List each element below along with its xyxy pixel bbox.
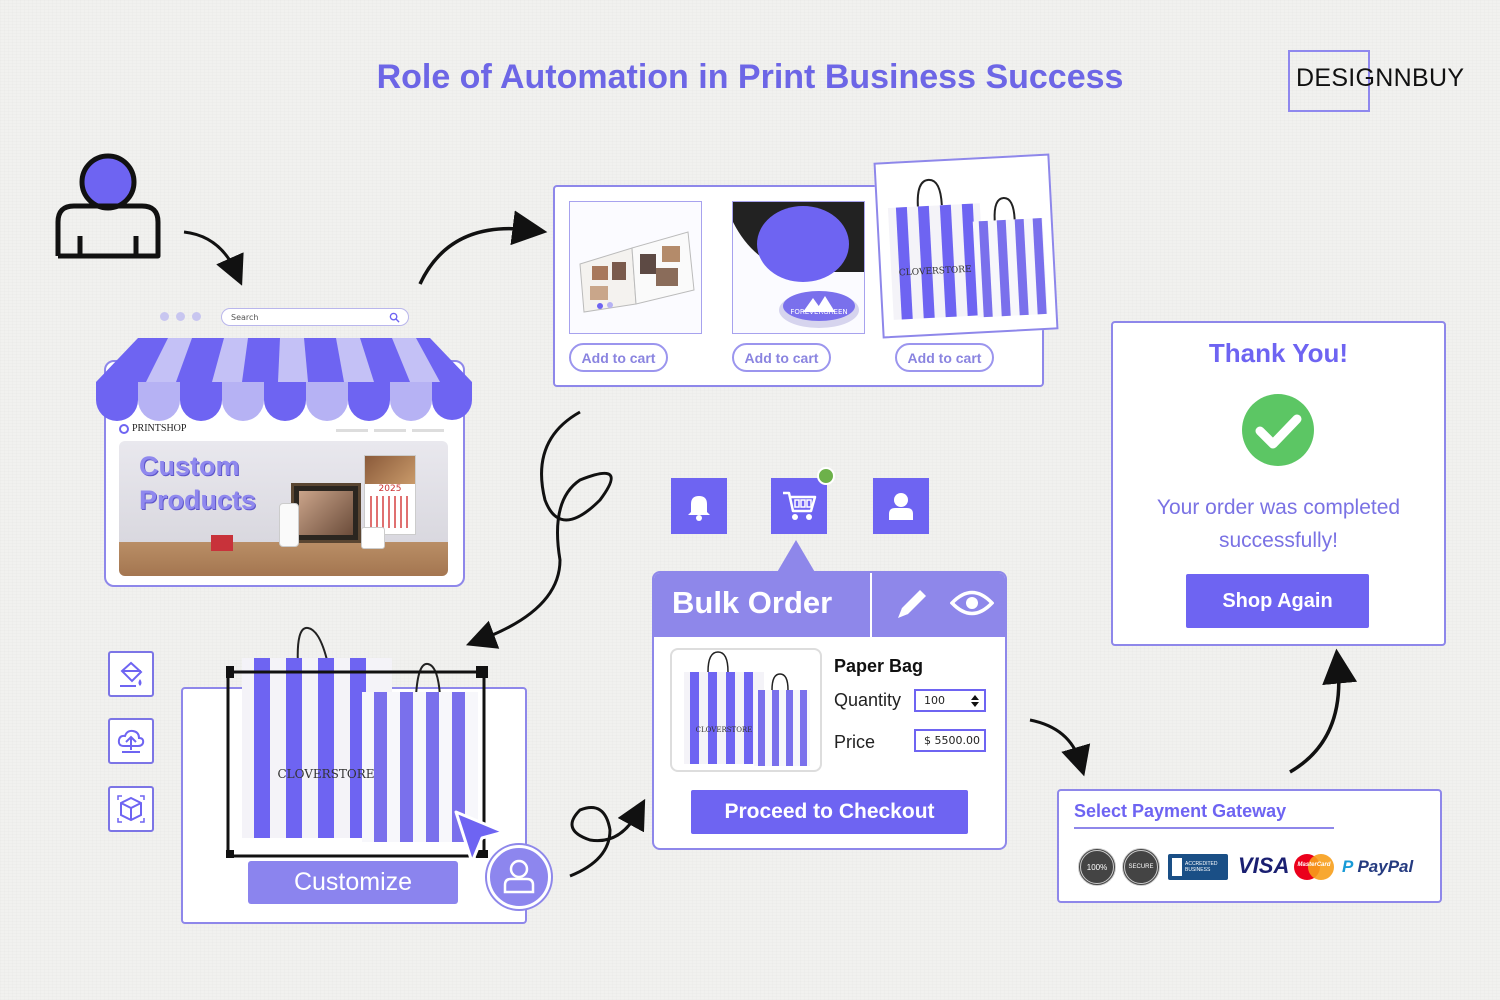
cart-notification-dot <box>817 467 835 485</box>
preview-eye-icon[interactable] <box>950 588 994 618</box>
add-to-cart-button-2[interactable]: Add to cart <box>732 343 831 372</box>
store-search-input[interactable]: Search <box>221 308 409 326</box>
cart-item-1-image <box>569 201 702 334</box>
price-label: Price <box>834 732 876 752</box>
thankyou-message: Your order was completed successfully! <box>1156 496 1401 552</box>
paper-bag-thumbnail-icon: CLOVERSTORE <box>684 651 810 766</box>
browser-dots <box>160 312 201 321</box>
brand-logo: DESIGNNBUY <box>1296 64 1465 92</box>
cart-item-2-image: FOREVERGREEN <box>732 201 865 334</box>
arrow-payment-to-thankyou <box>1289 648 1358 774</box>
payment-heading-underline <box>1074 827 1334 829</box>
paypal-icon[interactable]: P PayPal <box>1342 857 1414 876</box>
visa-icon[interactable]: VISA <box>1238 853 1290 878</box>
svg-text:CLOVERSTORE: CLOVERSTORE <box>899 265 972 279</box>
arrow-order-to-payment <box>1029 718 1091 777</box>
order-product-thumbnail: CLOVERSTORE <box>670 648 822 772</box>
gift-box-product <box>211 535 233 551</box>
photo-frame-product <box>291 483 361 543</box>
hero-banner: Custom Products 2025 <box>119 441 448 576</box>
thankyou-heading: Thank You! <box>1208 338 1349 368</box>
svg-text:CLOVERSTORE: CLOVERSTORE <box>277 767 374 781</box>
add-to-cart-button-3[interactable]: Add to cart <box>895 343 994 372</box>
satisfaction-seal-icon[interactable]: 100% <box>1078 848 1116 886</box>
payment-panel <box>1057 789 1442 903</box>
bulk-order-heading: Bulk Order <box>672 585 833 620</box>
mug-product <box>361 527 385 549</box>
bulk-order-header <box>654 573 1005 637</box>
designer-avatar <box>487 845 551 909</box>
calendar-product: 2025 <box>364 455 416 535</box>
quantity-value: 100 <box>924 694 945 707</box>
sticker-roll-icon: FOREVERGREEN <box>733 202 864 328</box>
notifications-button[interactable] <box>671 478 727 534</box>
success-check-icon <box>1242 394 1314 466</box>
shop-name: PRINTSHOP <box>132 423 187 434</box>
store-awning <box>96 338 472 421</box>
svg-text:FOREVERGREEN: FOREVERGREEN <box>790 308 847 316</box>
proceed-to-checkout-button[interactable]: Proceed to Checkout <box>691 790 968 834</box>
store-search-placeholder: Search <box>231 312 259 322</box>
shop-nav <box>336 429 444 432</box>
search-icon <box>389 312 400 323</box>
arrow-cart-to-editor <box>465 410 613 649</box>
shop-logo-icon <box>119 423 129 434</box>
account-button[interactable] <box>873 478 929 534</box>
arrow-editor-to-order <box>569 798 646 878</box>
bbb-accredited-icon[interactable]: ACCREDITED BUSINESS <box>1168 854 1228 880</box>
cart-icon <box>783 491 817 520</box>
page-title: Role of Automation in Print Business Suc… <box>376 58 1124 96</box>
upload-tool-button[interactable] <box>108 718 154 764</box>
user-outline-icon <box>503 859 535 894</box>
3d-preview-tool-button[interactable] <box>108 786 154 832</box>
order-panel-pointer <box>776 540 816 574</box>
brand-logo-frame <box>1288 50 1370 112</box>
hero-text: Custom Products <box>139 451 257 515</box>
arrow-customer-to-store <box>183 230 244 286</box>
paint-bucket-icon <box>120 661 143 687</box>
cursor-pointer-icon <box>454 810 506 864</box>
photo-album-icon <box>579 231 695 313</box>
edit-pencil-icon[interactable] <box>894 584 932 622</box>
arrow-store-to-cart <box>418 210 548 285</box>
shop-logo: PRINTSHOP <box>119 423 186 434</box>
order-product-name: Paper Bag <box>834 656 924 676</box>
bell-icon <box>688 496 710 521</box>
svg-text:CLOVERSTORE: CLOVERSTORE <box>696 726 753 734</box>
3d-box-icon <box>117 795 145 823</box>
cart-item-3-image: CLOVERSTORE <box>873 153 1059 339</box>
price-field: $ 5500.00 <box>914 729 986 752</box>
quantity-stepper[interactable]: 100 <box>914 689 986 712</box>
customize-button[interactable]: Customize <box>248 861 458 904</box>
customer-icon <box>55 153 161 259</box>
payment-heading: Select Payment Gateway <box>1074 801 1287 821</box>
secure-seal-icon[interactable]: SECURE <box>1122 848 1160 886</box>
user-icon <box>889 493 913 520</box>
cart-button[interactable] <box>771 478 827 534</box>
paper-bag-icon: CLOVERSTORE <box>887 178 1048 320</box>
stepper-arrows-icon[interactable] <box>970 694 980 708</box>
add-to-cart-button-1[interactable]: Add to cart <box>569 343 668 372</box>
cloud-upload-icon <box>117 729 145 753</box>
bottle-product <box>279 503 299 547</box>
paint-tool-button[interactable] <box>108 651 154 697</box>
quantity-label: Quantity <box>834 690 902 710</box>
mastercard-icon[interactable]: MasterCard <box>1294 854 1334 880</box>
shop-again-button[interactable]: Shop Again <box>1186 574 1369 628</box>
price-value: $ 5500.00 <box>924 734 980 747</box>
